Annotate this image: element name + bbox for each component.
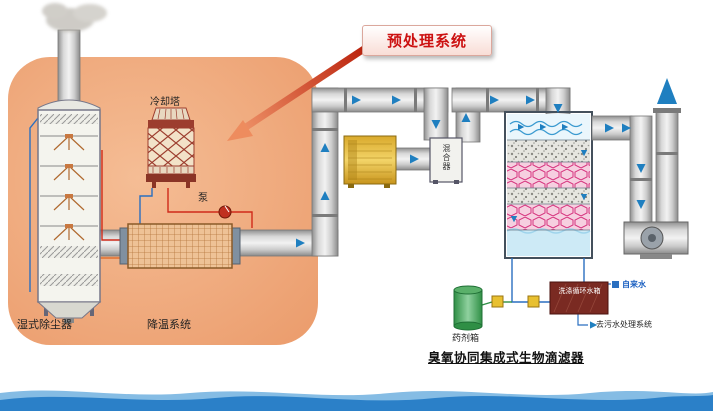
heat-exchanger [119,223,241,269]
chemical-tank [453,285,483,331]
wash-tank-label: 洗涤循环水箱 [558,288,601,295]
callout-arrow [227,42,372,141]
wash-water-tank [549,281,609,315]
pretreatment-callout-label: 预处理系统 [386,33,467,50]
pretreatment-piping [29,117,253,292]
cooling-tower-label: 冷却塔 [150,97,180,108]
mixer-box [429,137,463,184]
mixer-label: 混合器 [442,144,451,171]
scrubber-tower [36,99,102,323]
stack-up-arrow-icon [657,78,677,104]
ozone-generator [343,135,397,188]
to-sewage-label: 去污水处理系统 [596,320,652,329]
pump-label: 泵 [198,193,208,204]
chemical-tank-label: 药剂箱 [452,333,480,343]
water-wave-footer [0,390,713,411]
cooling-tower [146,107,196,188]
cooling-system-label: 降温系统 [147,319,191,331]
pretreatment-callout: 预处理系统 [362,25,492,56]
steam-cloud [42,3,107,105]
biofilter-unit [504,111,593,259]
biofilter-caption: 臭氧协同集成式生物滴滤器 [428,351,585,365]
tap-water-label: 自来水 [622,280,646,289]
dosing-pump [491,295,540,308]
pump-symbol [218,205,232,219]
scrubber-label: 湿式除尘器 [17,319,72,331]
exhaust-fan [623,221,689,259]
tap-water-icon [612,281,619,288]
